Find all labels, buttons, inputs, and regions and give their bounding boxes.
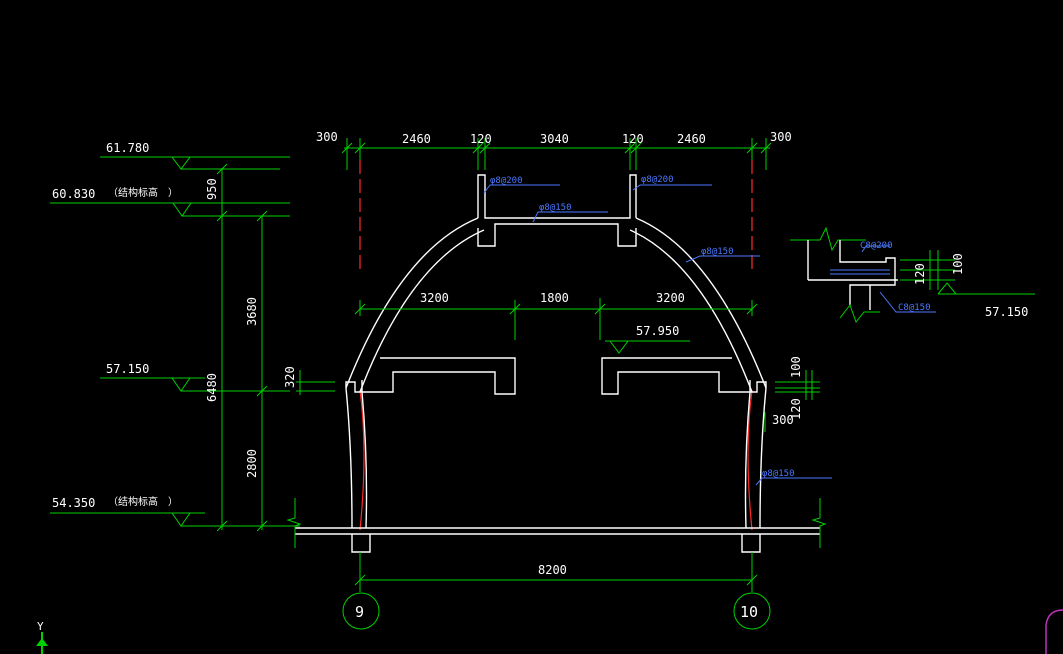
elevation-mark-61780: 61.780	[100, 141, 290, 170]
elevation-text: 57.150	[106, 362, 149, 376]
top-dim: 120	[470, 132, 492, 146]
detail-dim-100: 100	[951, 253, 965, 275]
dim-320: 320	[283, 366, 297, 388]
viewcube-fragment-icon[interactable]	[1045, 609, 1063, 654]
mid-dim: 3200	[656, 291, 685, 305]
elevation-text: 61.780	[106, 141, 149, 155]
dim-300: 300	[772, 413, 794, 427]
dim-6480: 6480	[205, 373, 219, 402]
rebar-label: φ8@200	[490, 176, 523, 186]
axis-label: 10	[740, 603, 758, 621]
elevation-mark-54350: 54.350 （结构标高 ）	[50, 495, 205, 527]
ucs-icon: Y	[36, 620, 48, 654]
dim-100: 100	[789, 356, 803, 378]
top-dimension-chain: 300 2460 120 3040 120 2460 300	[316, 130, 792, 170]
dim-2800: 2800	[245, 449, 259, 478]
top-dim: 300	[770, 130, 792, 144]
top-dim: 2460	[402, 132, 431, 146]
mid-dimension-chain: 3200 1800 3200	[354, 291, 758, 340]
axis-bubble-9[interactable]: 9	[342, 592, 380, 630]
elevation-text: 54.350	[52, 496, 95, 510]
detail-dim-120: 120	[913, 263, 927, 285]
rebar-label: φ8@150	[539, 203, 572, 213]
rebar-label: φ8@150	[701, 247, 734, 257]
dim-950: 950	[205, 178, 219, 200]
top-dim: 3040	[540, 132, 569, 146]
elevation-text: 57.950	[636, 324, 679, 338]
detail-section: C8@200 C8@150 120 100 57.150	[790, 226, 1035, 324]
mid-dim: 3200	[420, 291, 449, 305]
axis-bubble-10[interactable]: 10	[733, 592, 771, 630]
mid-dim: 1800	[540, 291, 569, 305]
rebar-label: φ8@150	[762, 469, 795, 479]
top-dim: 2460	[677, 132, 706, 146]
top-dim: 300	[316, 130, 338, 144]
detail-rebar-label: C8@200	[860, 241, 893, 251]
bottom-dimension: 8200	[354, 552, 758, 592]
rebar-label: φ8@200	[641, 175, 674, 185]
elevation-note: （结构标高 ）	[108, 186, 178, 199]
elevation-note: （结构标高 ）	[108, 495, 178, 508]
axis-lines	[359, 160, 753, 531]
dim-320-group: 320	[283, 366, 335, 395]
axis-label: 9	[355, 603, 364, 621]
dim-3680: 3680	[245, 297, 259, 326]
top-dim: 120	[622, 132, 644, 146]
elevation-text: 60.830	[52, 187, 95, 201]
ucs-y-label: Y	[37, 620, 44, 633]
dim-120: 120	[789, 398, 803, 420]
detail-rebar-label: C8@150	[898, 303, 931, 313]
elevation-mark-57950: 57.950	[605, 324, 690, 354]
vertical-dimension-chain: 950 3680 6480 2800	[205, 163, 300, 532]
elevation-text: 57.150	[985, 305, 1028, 319]
elevation-mark-60830: 60.830 （结构标高 ）	[50, 186, 290, 217]
arch-structure	[286, 174, 827, 553]
right-small-dims: 100 300 120	[764, 356, 820, 432]
dim-8200: 8200	[538, 563, 567, 577]
rebar-annotations: φ8@200 φ8@200 φ8@150 φ8@150 φ8@150	[483, 175, 832, 486]
